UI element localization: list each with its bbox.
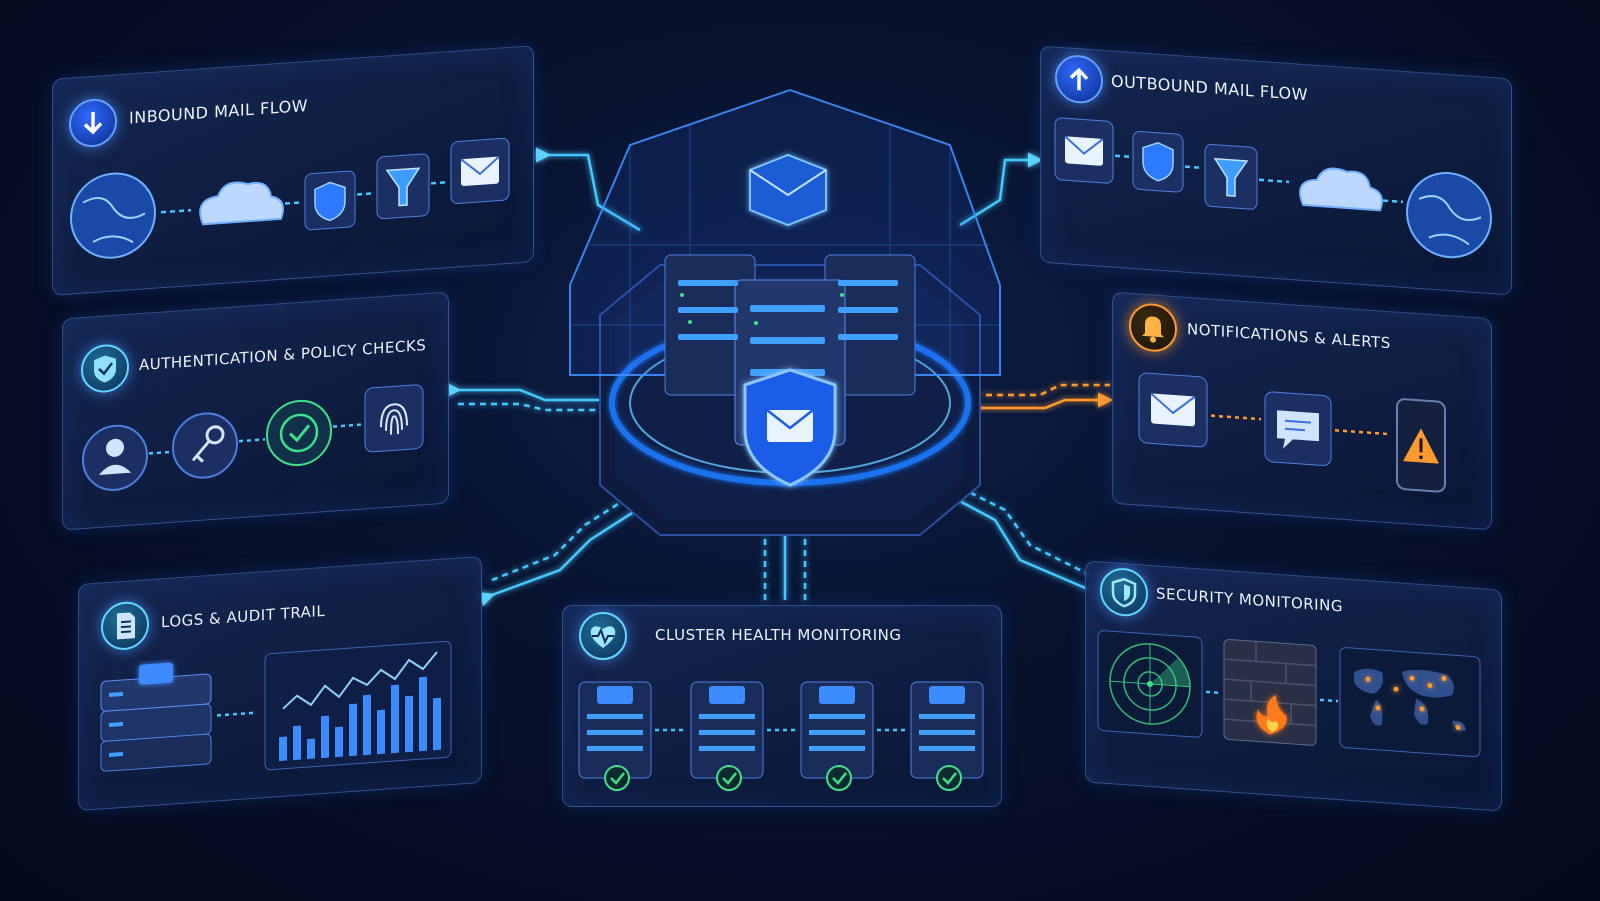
inbound-mail-flow-panel: INBOUND MAIL FLOW xyxy=(52,45,534,296)
globe-icon xyxy=(1406,171,1492,259)
server-check-icon xyxy=(910,681,984,791)
security-icons xyxy=(1097,630,1481,758)
panel-title: OUTBOUND MAIL FLOW xyxy=(1111,71,1308,105)
server-check-icon xyxy=(690,681,764,791)
arrow-down-icon xyxy=(69,97,117,149)
chat-bubble-icon xyxy=(1264,391,1332,466)
shield-icon xyxy=(304,170,356,231)
radar-icon xyxy=(1097,630,1203,738)
bell-icon xyxy=(1129,301,1177,354)
world-map-icon xyxy=(1339,647,1481,758)
envelope-icon xyxy=(1138,372,1208,448)
filter-funnel-icon xyxy=(1204,144,1258,210)
shield-icon xyxy=(1132,130,1184,193)
notifications-alerts-panel: NOTIFICATIONS & ALERTS xyxy=(1112,291,1492,531)
cloud-icon xyxy=(199,181,284,226)
document-icon xyxy=(101,600,149,652)
cluster-health-monitoring-panel: CLUSTER HEALTH MONITORING xyxy=(562,605,1002,807)
arrow-up-icon xyxy=(1055,53,1103,105)
filter-funnel-icon xyxy=(376,153,430,220)
health-server-icons xyxy=(578,681,984,791)
phone-warning-icon xyxy=(1396,398,1446,493)
envelope-icon xyxy=(1054,117,1114,184)
central-mail-server-cluster xyxy=(569,88,1001,536)
firewall-icon xyxy=(1223,638,1317,746)
panel-title: NOTIFICATIONS & ALERTS xyxy=(1187,319,1391,353)
security-monitoring-panel: SECURITY MONITORING xyxy=(1085,560,1502,812)
panel-title: CLUSTER HEALTH MONITORING xyxy=(655,626,902,644)
globe-icon xyxy=(70,172,156,259)
user-icon xyxy=(82,424,148,491)
heart-pulse-icon xyxy=(579,612,627,660)
outbound-flow-icons xyxy=(1054,117,1492,259)
panel-title: AUTHENTICATION & POLICY CHECKS xyxy=(139,336,427,375)
logs-icons xyxy=(100,640,452,772)
panel-title: LOGS & AUDIT TRAIL xyxy=(161,601,326,632)
cloud-icon xyxy=(1299,167,1383,212)
logs-audit-trail-panel: LOGS & AUDIT TRAIL xyxy=(78,555,482,812)
shield-icon xyxy=(1100,566,1148,618)
authentication-policy-checks-panel: AUTHENTICATION & POLICY CHECKS xyxy=(62,291,449,531)
fingerprint-icon xyxy=(364,384,424,453)
checkmark-icon xyxy=(266,399,332,467)
key-icon xyxy=(172,412,238,479)
notification-icons xyxy=(1138,372,1446,493)
server-check-icon xyxy=(800,681,874,791)
bar-line-chart-icon xyxy=(264,640,452,771)
envelope-icon xyxy=(450,137,510,204)
server-stack-icon xyxy=(100,662,212,772)
panel-title: INBOUND MAIL FLOW xyxy=(129,95,308,128)
auth-flow-icons xyxy=(82,384,424,491)
shield-check-icon xyxy=(81,342,129,395)
server-check-icon xyxy=(578,681,652,791)
panel-title: SECURITY MONITORING xyxy=(1156,584,1343,616)
outbound-mail-flow-panel: OUTBOUND MAIL FLOW xyxy=(1040,45,1512,296)
inbound-flow-icons xyxy=(70,137,510,259)
